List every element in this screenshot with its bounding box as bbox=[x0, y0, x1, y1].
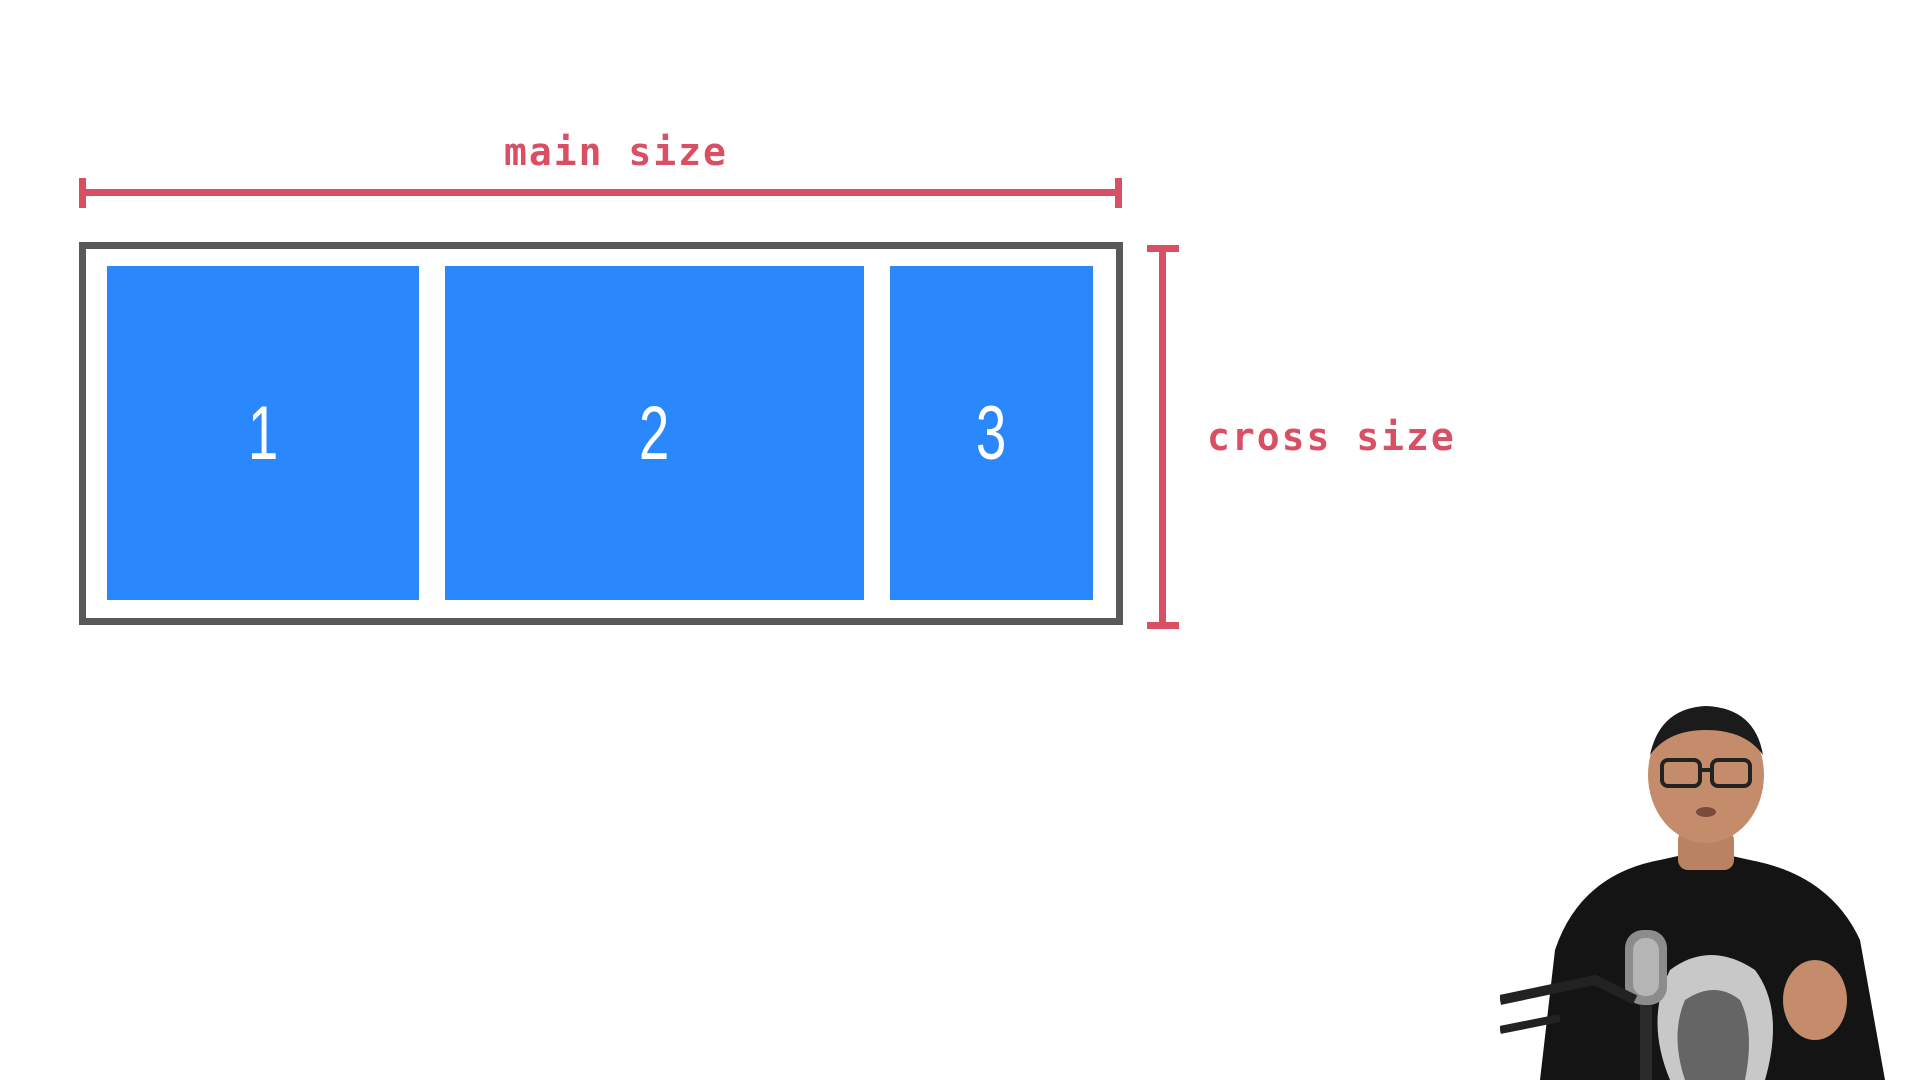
cross-size-label: cross size bbox=[1207, 415, 1456, 459]
flex-item-3-label: 3 bbox=[976, 390, 1007, 476]
main-size-line-cap-right bbox=[1115, 178, 1122, 208]
flex-item-2: 2 bbox=[445, 266, 864, 600]
cross-size-line-cap-bottom bbox=[1147, 622, 1179, 629]
presenter-video-icon bbox=[1500, 706, 1885, 1080]
flex-item-3: 3 bbox=[890, 266, 1093, 600]
flex-item-2-label: 2 bbox=[639, 390, 670, 476]
cross-size-line bbox=[1159, 246, 1166, 628]
flex-item-1: 1 bbox=[107, 266, 419, 600]
main-size-line bbox=[82, 189, 1122, 196]
flex-item-1-label: 1 bbox=[247, 390, 279, 476]
main-size-label: main size bbox=[504, 130, 728, 174]
